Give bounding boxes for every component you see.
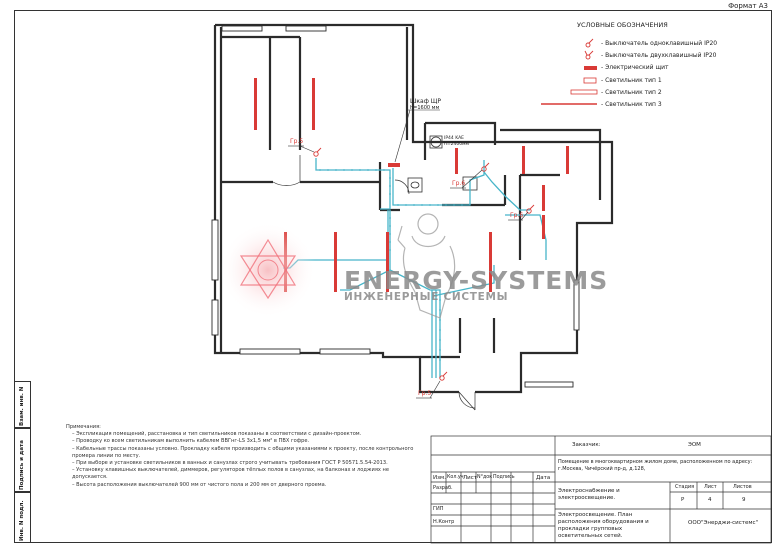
- plan-windows: [211, 25, 580, 388]
- stamp-row-razrab: Разраб.: [433, 485, 453, 491]
- legend-item: - Светильник тип 3: [601, 101, 662, 108]
- side-label-podp: Подпись и дата: [19, 440, 25, 490]
- legend-title: УСЛОВНЫЕ ОБОЗНАЧЕНИЯ: [577, 21, 668, 29]
- group-label: Гр.6: [510, 212, 524, 219]
- stamp-header: N°док: [477, 475, 493, 480]
- stamp-header: Изм.: [433, 475, 446, 481]
- note-line: – Экспликация помещений, расстановка и т…: [72, 431, 362, 438]
- note-line: – Высота расположения выключателей 900 м…: [72, 481, 327, 488]
- side-cell-vzam: Взам. инв. N: [14, 381, 31, 428]
- legend-item: - Выключатель одноклавишный IP20: [601, 40, 718, 47]
- fan-height: h=2400мм: [444, 142, 469, 147]
- switches: [313, 147, 535, 381]
- plan-fixtures: [407, 135, 478, 193]
- stamp-header: Кол.уч: [447, 475, 464, 480]
- stamp-grid: [430, 435, 772, 544]
- group-label: Гр.5: [290, 138, 304, 145]
- group-leaders: [288, 109, 529, 399]
- watermark-figure: [397, 213, 456, 319]
- stamp-stage-label: Стадия: [675, 484, 695, 490]
- stamp-sheets-value: 9: [742, 497, 746, 503]
- watermark-tagline: ИНЖЕНЕРНЫЕ СИСТЕМЫ: [344, 291, 509, 303]
- stamp-header: Лист: [463, 475, 477, 481]
- cable-dots: [319, 169, 463, 361]
- legend-symbols: [541, 38, 598, 105]
- side-cell-inv: Инв. N подл.: [14, 492, 31, 543]
- sheet-format: Формат А3: [728, 2, 768, 10]
- fan-label: IP44 KAE: [444, 136, 464, 141]
- stamp-title: Электроснабжение и электроосвещение.: [558, 488, 620, 501]
- note-line: – Проводку ко всем светильникам выполнит…: [72, 438, 310, 445]
- stamp-row-gip: ГИП: [433, 506, 444, 512]
- side-label-inv: Инв. N подл.: [19, 500, 25, 541]
- side-label-vzam: Взам. инв. N: [19, 386, 25, 426]
- stamp-company: ООО"Энерджи-системс": [688, 520, 759, 526]
- watermark-brand: ENERGY-SYSTEMS: [344, 266, 609, 295]
- stamp-sheet-value: 4: [708, 497, 712, 503]
- stamp-address: Помещение в многоквартирном жилом доме, …: [558, 459, 753, 472]
- group-label: Гр.6: [452, 180, 466, 187]
- notes-block: Примечания: – Экспликация помещений, рас…: [66, 424, 422, 489]
- note-line: – Установку клавишных выключателей, димм…: [72, 467, 389, 481]
- stamp-sheet-label: Лист: [704, 484, 717, 490]
- plan-walls: [213, 23, 614, 394]
- plan-doors: [272, 155, 476, 411]
- note-line: – Кабельные трассы показаны условно. Про…: [72, 445, 414, 459]
- legend-item: - Светильник тип 2: [601, 89, 662, 96]
- stamp-header: Дата: [536, 475, 551, 481]
- side-cell-podp: Подпись и дата: [14, 428, 31, 492]
- notes-title: Примечания:: [66, 424, 101, 430]
- stamp-customer-label: Заказчик:: [572, 442, 601, 448]
- note-line: – При выборе и установке светильников в …: [72, 460, 388, 467]
- group-label: Гр.5: [418, 390, 432, 397]
- stamp-sheets-label: Листов: [733, 484, 752, 490]
- stamp-stage-value: Р: [681, 497, 685, 503]
- legend-item: - Электрический щит: [601, 64, 669, 71]
- sheet-frame: [14, 10, 772, 543]
- panel-label: Шкаф ЩР: [410, 98, 441, 105]
- stamp-customer-value: ЭОМ: [688, 442, 701, 448]
- stamp-sheet-name: Электроосвещение. План расположения обор…: [558, 512, 649, 539]
- legend-item: - Светильник тип 1: [601, 77, 662, 84]
- legend-item: - Выключатель двухклавишный IP20: [601, 52, 717, 59]
- panel-height: h=1600 мм: [410, 105, 440, 111]
- stamp-row-nkontr: Н.Контр: [433, 519, 455, 525]
- watermark-emblem: [220, 222, 316, 318]
- stamp-header: Подпись: [493, 475, 515, 480]
